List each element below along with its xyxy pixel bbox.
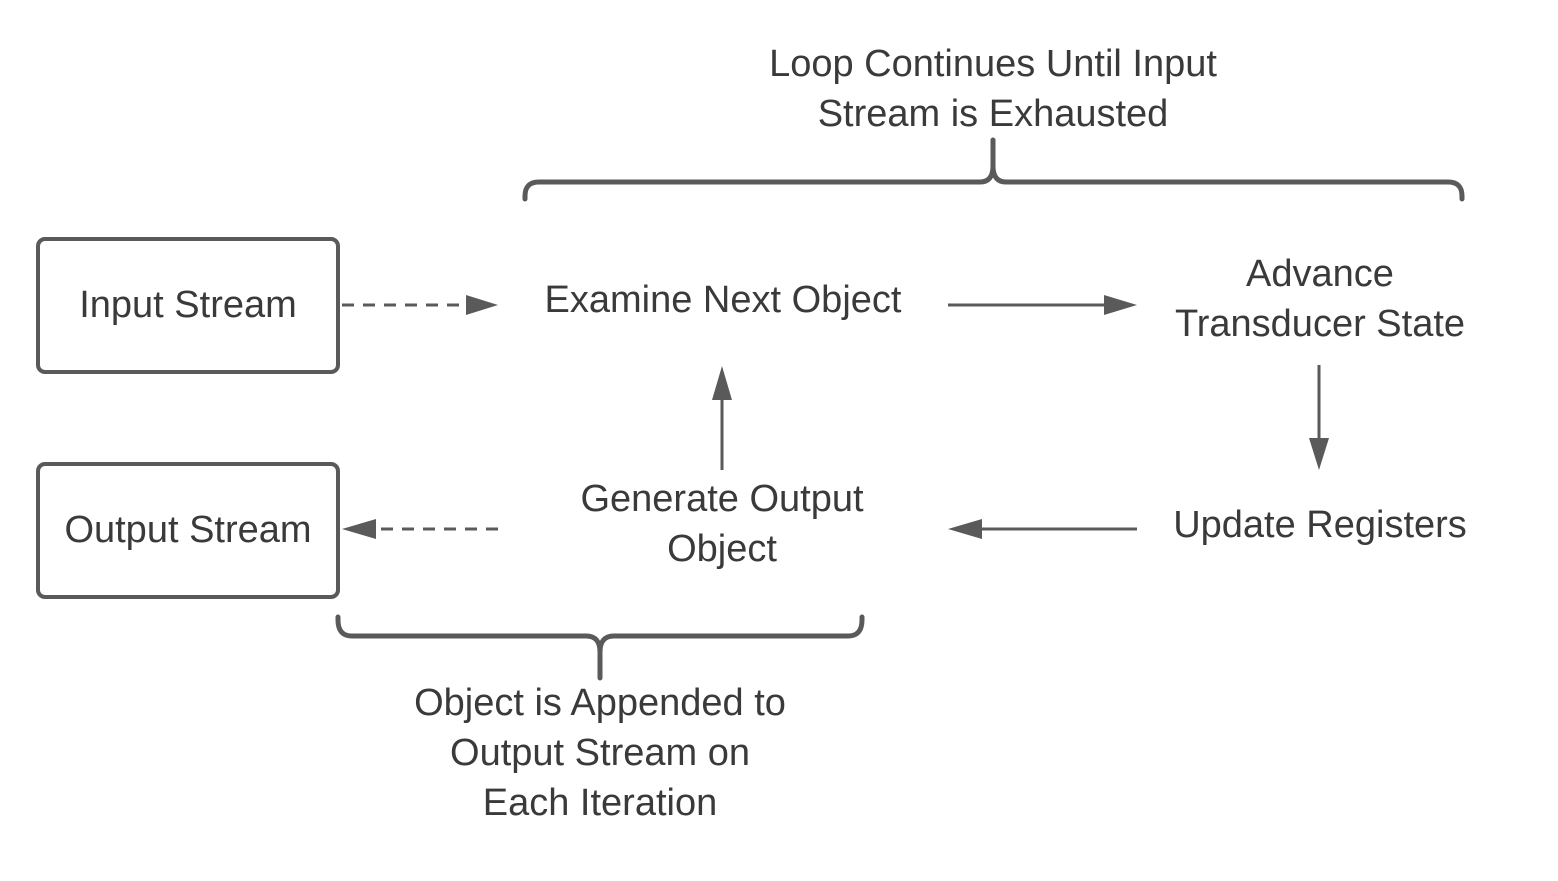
generate-label-line-1: Generate Output <box>580 478 864 520</box>
advance-label-line-1: Advance <box>1246 253 1394 295</box>
loop-annotation-line-1: Loop Continues Until Input <box>769 43 1217 85</box>
update-registers-label: Update Registers <box>1173 504 1467 546</box>
output-stream-label: Output Stream <box>64 509 312 551</box>
advance-transducer-state-node: Advance Transducer State <box>1120 249 1520 349</box>
generate-output-object-node: Generate Output Object <box>522 474 922 574</box>
loop-annotation: Loop Continues Until Input Stream is Exh… <box>718 39 1268 139</box>
input-stream-label: Input Stream <box>79 284 297 326</box>
arrowhead-update-to-generate <box>948 519 982 539</box>
append-annotation: Object is Appended to Output Stream on E… <box>350 678 850 828</box>
update-registers-node: Update Registers <box>1120 500 1520 550</box>
arrowhead-generate-to-examine <box>712 366 732 400</box>
examine-next-object-node: Examine Next Object <box>498 275 948 325</box>
append-annotation-line-1: Object is Appended to <box>414 682 786 724</box>
append-annotation-line-2: Output Stream on <box>450 732 750 774</box>
append-brace <box>335 614 865 681</box>
arrowhead-generate-to-output <box>342 519 376 539</box>
advance-label-line-2: Transducer State <box>1174 303 1466 345</box>
input-stream-box: Input Stream <box>36 237 340 374</box>
arrowhead-advance-to-update <box>1309 438 1329 470</box>
generate-label-line-2: Object <box>667 528 777 570</box>
loop-annotation-line-2: Stream is Exhausted <box>817 93 1169 135</box>
loop-brace <box>522 137 1465 202</box>
arrowhead-examine-to-advance <box>1104 295 1137 315</box>
output-stream-box: Output Stream <box>36 462 340 599</box>
arrowhead-input-to-examine <box>466 295 498 315</box>
append-annotation-line-3: Each Iteration <box>482 782 718 824</box>
examine-next-object-label: Examine Next Object <box>544 279 902 321</box>
